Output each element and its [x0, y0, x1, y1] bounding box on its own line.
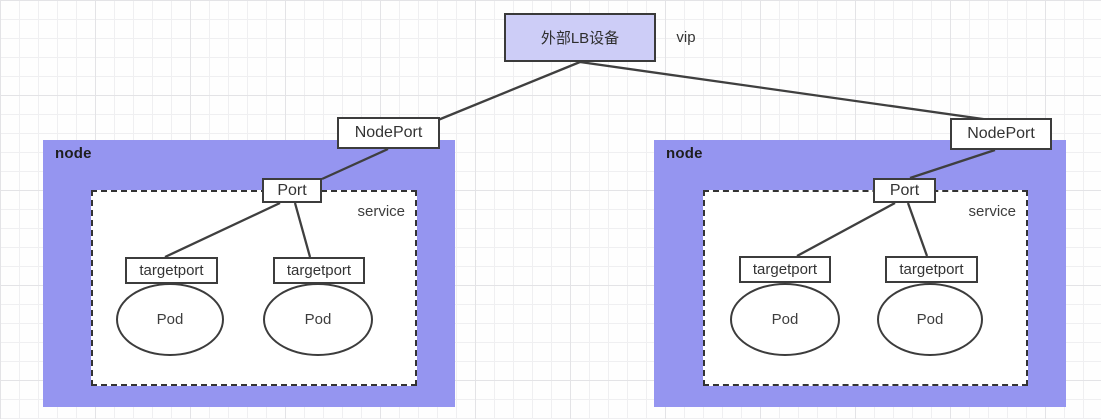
service-label: service: [357, 203, 405, 220]
targetport-box: targetport: [739, 256, 831, 283]
nodeport-label: NodePort: [354, 124, 423, 141]
edge-lb-to-nodeport-right: [579, 60, 998, 123]
port-box-right: Port: [873, 178, 936, 203]
pod-ellipse: Pod: [877, 283, 983, 356]
pod-label: Pod: [771, 311, 799, 328]
targetport-label: targetport: [286, 262, 352, 279]
external-lb-box: 外部LB设备: [504, 13, 656, 62]
targetport-box: targetport: [273, 257, 365, 284]
port-box-left: Port: [262, 178, 322, 203]
pod-label: Pod: [916, 311, 944, 328]
service-box-right: service: [703, 190, 1028, 386]
pod-ellipse: Pod: [116, 283, 224, 356]
targetport-label: targetport: [139, 262, 204, 279]
nodeport-box-left: NodePort: [337, 117, 440, 149]
external-lb-label: 外部LB设备: [540, 30, 620, 47]
edge-lb-to-nodeport-left: [437, 60, 581, 122]
nodeport-box-right: NodePort: [950, 118, 1052, 150]
port-label: Port: [889, 181, 920, 199]
port-label: Port: [277, 181, 307, 199]
pod-label: Pod: [156, 311, 184, 328]
vip-label: vip: [676, 29, 696, 46]
targetport-box: targetport: [125, 257, 218, 284]
pod-ellipse: Pod: [263, 283, 373, 356]
targetport-label: targetport: [752, 261, 818, 278]
pod-ellipse: Pod: [730, 283, 840, 356]
service-label: service: [968, 203, 1016, 220]
node-label: node: [55, 145, 92, 162]
pod-label: Pod: [304, 311, 332, 328]
nodeport-label: NodePort: [967, 125, 1035, 142]
targetport-label: targetport: [899, 261, 964, 278]
targetport-box: targetport: [885, 256, 978, 283]
node-label: node: [666, 145, 703, 162]
